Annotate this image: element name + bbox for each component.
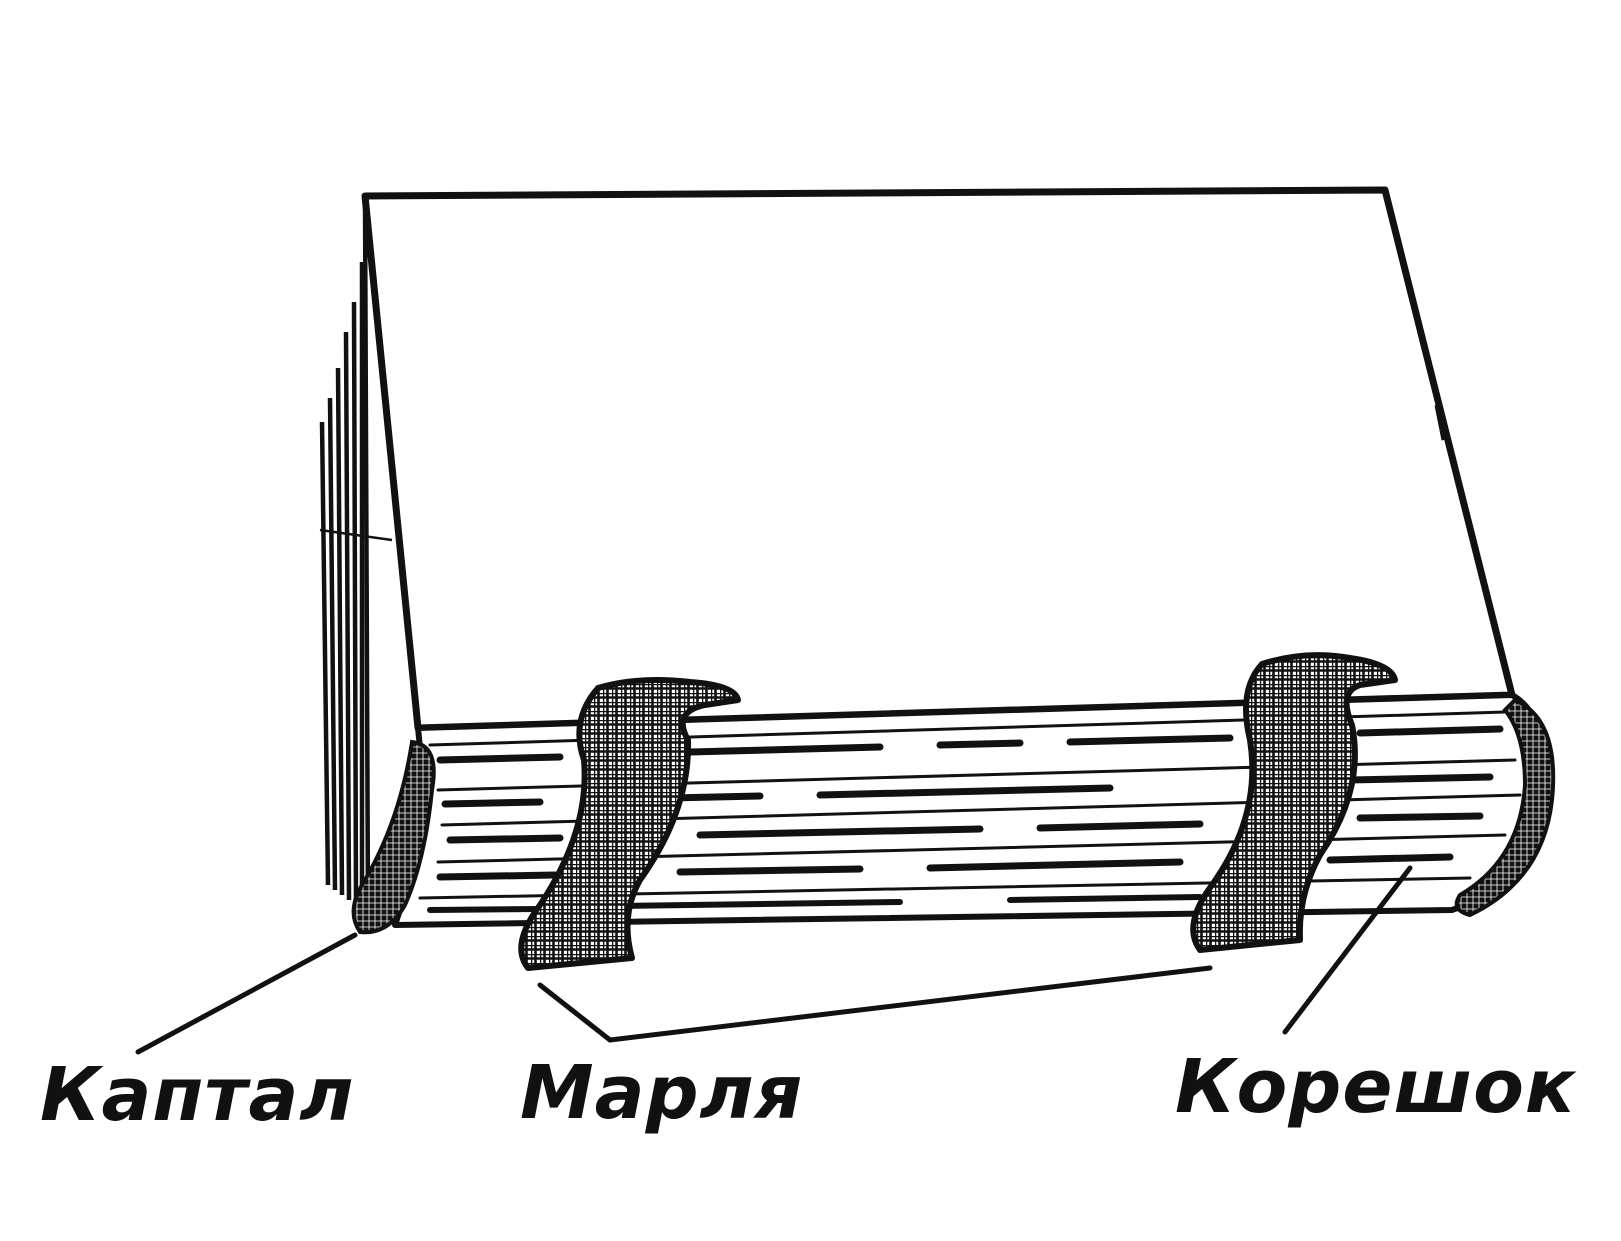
label-kaptal: Каптал bbox=[40, 1052, 355, 1138]
label-koreshok: Корешок bbox=[1175, 1044, 1577, 1130]
gauze-strip-right bbox=[1190, 652, 1398, 953]
leader-lines bbox=[135, 865, 1413, 1055]
headband-left bbox=[351, 739, 436, 935]
page-edges bbox=[319, 195, 393, 913]
leader-koreshok bbox=[1282, 865, 1413, 1035]
leader-marlya bbox=[537, 965, 1213, 1043]
label-marlya: Марля bbox=[520, 1050, 803, 1136]
gauze-strip-left bbox=[518, 677, 741, 971]
book-edge-mark bbox=[1434, 404, 1447, 441]
leader-kaptal bbox=[135, 932, 358, 1055]
headband-right bbox=[1454, 697, 1556, 918]
book-block bbox=[361, 186, 1516, 732]
